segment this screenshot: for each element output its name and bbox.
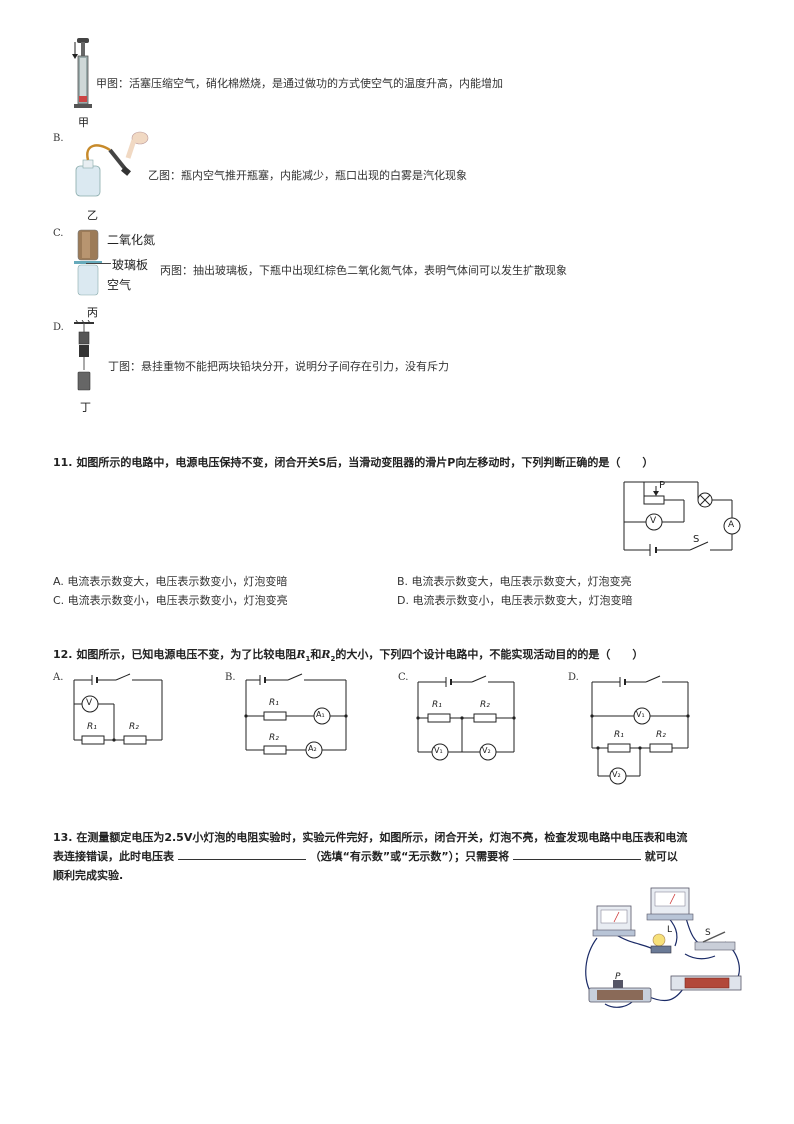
r2-subscript: 2 xyxy=(330,655,336,664)
question-13-line2: 表连接错误，此时电压表 （选填“有示数”或“无示数”）；只需要将 就可以 xyxy=(53,848,678,864)
question-11-number: 11. xyxy=(53,456,73,469)
label-air: 空气 xyxy=(107,278,132,292)
r1-symbol: R xyxy=(296,648,306,661)
figure-label-ding: 丁 xyxy=(80,401,91,414)
question-13-text-2c: 就可以 xyxy=(644,850,678,863)
question-13-number: 13. xyxy=(53,831,73,844)
figure-ding-lead-blocks xyxy=(70,320,100,400)
label-no2: 二氧化氮 xyxy=(107,233,156,247)
q12b-label-a1: A₁ xyxy=(316,710,325,719)
q12b-label-r1: R₁ xyxy=(269,698,279,708)
q13-label-p: P xyxy=(615,972,621,982)
question-12-number: 12. xyxy=(53,648,73,661)
circuit11-label-s: S xyxy=(693,534,700,545)
r1-subscript: 1 xyxy=(305,655,311,664)
q12a-label-r1: R₁ xyxy=(87,722,97,732)
q11-choice-a: A. 电流表示数变大，电压表示数变小，灯泡变暗 xyxy=(53,575,288,588)
q13-label-l: L xyxy=(667,925,673,935)
q12c-label-v1: V₁ xyxy=(434,746,443,755)
q12c-label-v2: V₂ xyxy=(482,746,491,755)
question-13-text-2a: 表连接错误，此时电压表 xyxy=(53,850,174,863)
figure-yi-bottle-pump xyxy=(70,128,150,208)
question-13-text-1: 在测量额定电压为2.5V小灯泡的电阻实验时，实验元件完好，如图所示，闭合开关，灯… xyxy=(76,831,688,844)
answer-blank-1[interactable] xyxy=(177,849,306,860)
r2-symbol: R xyxy=(321,648,331,661)
option-c-text: 丙图：抽出玻璃板，下瓶中出现红棕色二氧化氮气体，表明气体间可以发生扩散现象 xyxy=(160,264,567,277)
q12d-label-v1: V₁ xyxy=(636,710,645,719)
q12-circuit-c: R₁ R₂ V₁ V₂ xyxy=(410,672,530,768)
question-12-text-b: 的大小，下列四个设计电路中，不能实现活动目的的是（ ） xyxy=(335,648,644,661)
question-12-stem: 12. 如图所示，已知电源电压不变，为了比较电阻R1和R2的大小，下列四个设计电… xyxy=(53,646,643,663)
q11-choice-b: B. 电流表示数变大，电压表示数变大，灯泡变亮 xyxy=(397,575,632,588)
q13-label-s: S xyxy=(705,928,711,938)
label-glass-plate: 玻璃板 xyxy=(112,258,149,272)
q12c-label-r2: R₂ xyxy=(480,700,490,710)
option-a-text: 甲图：活塞压缩空气，硝化棉燃烧，是通过做功的方式使空气的温度升高，内能增加 xyxy=(96,77,503,90)
figure-label-bing: 丙 xyxy=(87,306,98,319)
circuit11-label-v: V xyxy=(650,516,657,526)
q12-option-d-letter: D. xyxy=(568,672,579,683)
figure-bing-gas-diffusion xyxy=(74,228,104,298)
q12d-label-r2: R₂ xyxy=(656,730,666,740)
figure-label-jia: 甲 xyxy=(78,116,89,129)
question-11-circuit: P V A S xyxy=(616,476,756,556)
label-glass-line xyxy=(86,263,111,264)
q12d-label-v2: V₂ xyxy=(612,770,621,779)
q12-circuit-b: R₁ A₁ R₂ A₂ xyxy=(236,672,356,762)
figure-jia-piston xyxy=(66,36,102,128)
question-11-stem: 11. 如图所示的电路中，电源电压保持不变，闭合开关S后，当滑动变阻器的滑片P向… xyxy=(53,454,653,470)
q12-option-c-letter: C. xyxy=(398,672,409,683)
q12c-label-r1: R₁ xyxy=(432,700,442,710)
q12d-label-r1: R₁ xyxy=(614,730,624,740)
option-d-letter: D. xyxy=(53,322,64,333)
option-b-text: 乙图：瓶内空气推开瓶塞，内能减少，瓶口出现的白雾是汽化现象 xyxy=(148,169,467,182)
circuit11-label-a: A xyxy=(728,520,735,530)
question-13-line1: 13. 在测量额定电压为2.5V小灯泡的电阻实验时，实验元件完好，如图所示，闭合… xyxy=(53,829,687,845)
q12b-label-a2: A₂ xyxy=(308,744,317,753)
q12-circuit-d: V₁ R₁ R₂ V₂ xyxy=(584,672,704,792)
q12-option-b-letter: B. xyxy=(225,672,236,683)
option-b-letter: B. xyxy=(53,133,64,144)
question-11-text: 如图所示的电路中，电源电压保持不变，闭合开关S后，当滑动变阻器的滑片P向左移动时… xyxy=(76,456,654,469)
q12a-label-v: V xyxy=(86,698,93,708)
q11-choice-c: C. 电流表示数变小，电压表示数变小，灯泡变亮 xyxy=(53,594,288,607)
question-12-text-a: 如图所示，已知电源电压不变，为了比较电阻 xyxy=(76,648,297,661)
q13-apparatus-illustration: L S P xyxy=(575,884,750,1014)
circuit11-label-p: P xyxy=(659,480,666,491)
q11-choice-d: D. 电流表示数变小，电压表示数变大，灯泡变暗 xyxy=(397,594,633,607)
figure-label-yi: 乙 xyxy=(87,209,98,222)
q12-option-a-letter: A. xyxy=(53,672,64,683)
q12-circuit-a: V R₁ R₂ xyxy=(62,672,172,752)
q12a-label-r2: R₂ xyxy=(129,722,139,732)
q12b-label-r2: R₂ xyxy=(269,733,279,743)
option-d-text: 丁图：悬挂重物不能把两块铅块分开，说明分子间存在引力，没有斥力 xyxy=(108,360,449,373)
question-13-line3: 顺利完成实验. xyxy=(53,869,124,882)
question-13-text-2b: （选填“有示数”或“无示数”）；只需要将 xyxy=(309,850,510,863)
option-c-letter: C. xyxy=(53,228,64,239)
question-12-and: 和 xyxy=(310,648,322,661)
answer-blank-2[interactable] xyxy=(512,849,641,860)
